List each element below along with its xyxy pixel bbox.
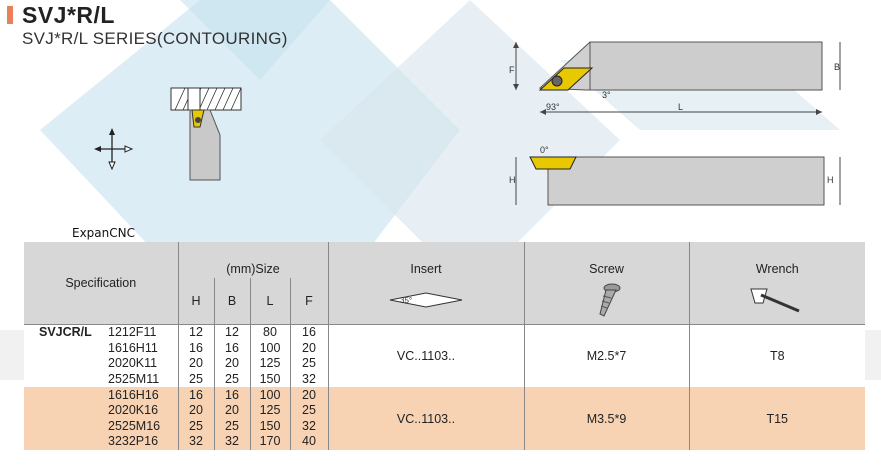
- dim-h: 20: [177, 356, 214, 372]
- dim-f: 16: [289, 324, 328, 341]
- header-specification: Specification: [65, 276, 137, 290]
- dim-l: 170: [249, 434, 290, 450]
- insert-value: VC..1103..: [327, 387, 524, 450]
- header-insert-shape: 35°: [327, 278, 524, 325]
- top-view-drawing: F B 3° 93° L: [509, 41, 841, 115]
- insert-value: VC..1103..: [327, 324, 524, 388]
- header-size: (mm)Size: [177, 242, 328, 278]
- dim-h: 25: [177, 371, 214, 388]
- label-angle-0: 0°: [540, 145, 549, 155]
- dim-l: 150: [249, 418, 290, 435]
- dim-h: 25: [177, 418, 214, 435]
- feed-direction-icon: [94, 128, 134, 170]
- label-l: L: [678, 102, 683, 112]
- dim-l: 100: [249, 387, 290, 403]
- dim-l: 125: [249, 402, 290, 419]
- header-dim-f: F: [289, 278, 328, 325]
- header-wrench: Wrench: [688, 242, 865, 278]
- header-screw: Screw: [523, 242, 689, 278]
- insert-angle-label: 35°: [400, 296, 412, 305]
- side-view-drawing: 0° H H: [509, 145, 841, 206]
- page-subtitle: SVJ*R/L SERIES(CONTOURING): [22, 29, 288, 48]
- dim-b: 16: [213, 387, 250, 403]
- page-title: SVJ*R/L: [22, 2, 115, 28]
- screw-value: M2.5*7: [523, 324, 689, 388]
- dim-f: 40: [289, 434, 328, 450]
- dim-b: 32: [213, 434, 250, 450]
- brand-logo-text: ExpanCNC: [72, 226, 135, 240]
- label-h-right: H: [827, 175, 834, 185]
- header-insert: Insert: [327, 242, 524, 278]
- dim-h: 12: [177, 324, 214, 341]
- spec-code: 1616H16: [108, 387, 159, 402]
- holder-body: [189, 109, 221, 181]
- insert-rhombus-icon: 35°: [389, 291, 463, 308]
- dim-f: 25: [289, 402, 328, 419]
- dim-f: 32: [289, 371, 328, 388]
- spec-code: 2525M16: [108, 418, 161, 433]
- spec-table: Specification (mm)Size Insert Screw Wren…: [24, 242, 865, 450]
- dim-f: 25: [289, 356, 328, 372]
- wrench-value: T8: [688, 324, 865, 388]
- dim-h: 32: [177, 434, 214, 450]
- dim-f: 20: [289, 340, 328, 357]
- dim-b: 25: [213, 418, 250, 435]
- dim-b: 20: [213, 402, 250, 419]
- dim-l: 125: [249, 356, 290, 372]
- header-dim-h: H: [177, 278, 214, 325]
- dim-f: 32: [289, 418, 328, 435]
- spec-code: 1616H11: [108, 340, 158, 355]
- label-f: F: [509, 65, 515, 75]
- dim-b: 25: [213, 371, 250, 388]
- spec-code: 1212F11: [108, 325, 157, 340]
- torx-wrench-icon: [750, 288, 800, 312]
- model-name: [24, 387, 104, 403]
- label-h-left: H: [509, 175, 516, 185]
- screw-value: M3.5*9: [523, 387, 689, 450]
- dim-l: 150: [249, 371, 290, 388]
- label-angle-93: 93°: [546, 102, 560, 112]
- torx-screw-icon: [598, 283, 620, 317]
- spec-code: 3232P16: [108, 434, 159, 449]
- dim-l: 80: [249, 324, 290, 341]
- spec-code: 2525M11: [108, 372, 160, 387]
- label-angle-3: 3°: [602, 90, 611, 100]
- wrench-value: T15: [688, 387, 865, 450]
- label-b: B: [834, 62, 840, 72]
- dim-b: 16: [213, 340, 250, 357]
- dim-b: 20: [213, 356, 250, 372]
- dim-h: 20: [177, 402, 214, 419]
- header-wrench-image: [688, 278, 865, 325]
- header-dim-b: B: [213, 278, 250, 325]
- spec-code: 2020K11: [108, 356, 158, 371]
- dim-f: 20: [289, 387, 328, 403]
- spec-code: 2020K16: [108, 403, 159, 418]
- holder-schematic-drawing: [170, 87, 242, 181]
- dim-b: 12: [213, 324, 250, 341]
- header-dim-l: L: [249, 278, 290, 325]
- header-screw-image: [523, 278, 689, 325]
- dim-h: 16: [177, 387, 214, 403]
- dim-l: 100: [249, 340, 290, 357]
- title-accent-bar: [7, 6, 13, 24]
- model-name: SVJCR/L: [39, 325, 92, 340]
- dim-h: 16: [177, 340, 214, 357]
- workpiece-hatch: [170, 87, 242, 111]
